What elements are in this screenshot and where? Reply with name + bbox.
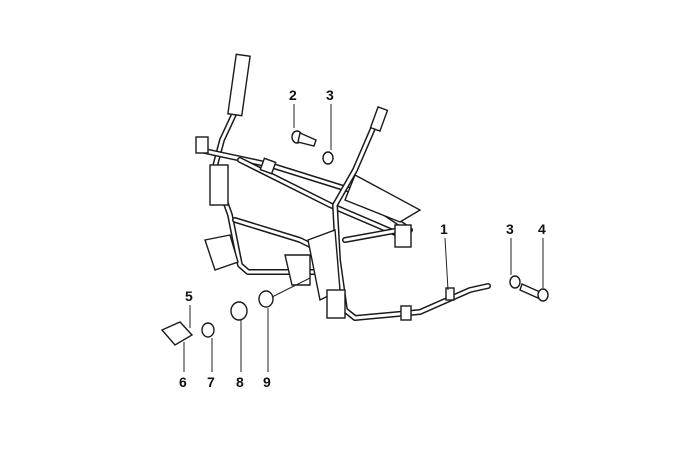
- label-9: 9: [263, 374, 271, 390]
- label-2: 2: [289, 87, 297, 103]
- mounting-frame: [195, 53, 491, 321]
- label-8: 8: [236, 374, 244, 390]
- label-5: 5: [185, 288, 193, 304]
- label-4: 4: [538, 221, 546, 237]
- bolt-4: [519, 283, 549, 302]
- leader-lines: [183, 104, 544, 372]
- nut-6: [160, 321, 194, 346]
- bolt-2: [291, 130, 317, 147]
- label-1: 1: [440, 221, 448, 237]
- label-3a: 3: [326, 87, 334, 103]
- left-bracket: [209, 164, 229, 206]
- washer-3a: [322, 151, 334, 165]
- label-6: 6: [179, 374, 187, 390]
- washer-3b: [509, 275, 521, 289]
- bushing-8: [230, 301, 248, 321]
- grommet-7: [201, 322, 215, 338]
- label-7: 7: [207, 374, 215, 390]
- bushing-9: [258, 290, 274, 308]
- label-3b: 3: [506, 221, 514, 237]
